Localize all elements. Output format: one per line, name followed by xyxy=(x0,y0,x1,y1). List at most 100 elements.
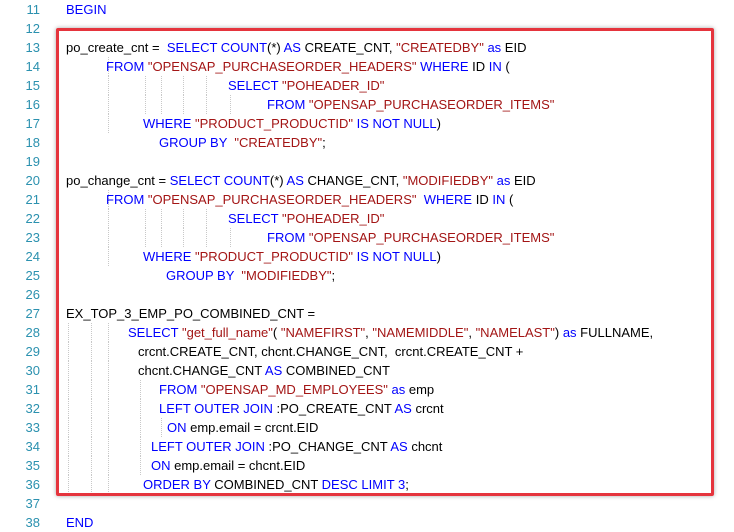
text-token: emp.email = crcnt.EID xyxy=(186,420,319,435)
keyword-token: AS xyxy=(283,40,301,55)
text-token: , xyxy=(468,325,476,340)
string-token: "NAMELAST" xyxy=(475,325,555,340)
code-line[interactable]: 37 xyxy=(0,494,734,513)
text-token: ) xyxy=(554,325,563,340)
indent-guide xyxy=(68,418,69,437)
line-number: 33 xyxy=(25,420,40,435)
code-text: crcnt.CREATE_CNT, chcnt.CHANGE_CNT, crcn… xyxy=(138,342,523,361)
indent-guide xyxy=(91,437,92,456)
indent-guide xyxy=(206,95,207,114)
text-token xyxy=(416,192,423,207)
text-token: ; xyxy=(322,135,326,150)
text-token: ; xyxy=(405,477,409,492)
indent-guide xyxy=(68,342,69,361)
line-number: 22 xyxy=(25,211,40,226)
text-token: po_create_cnt = xyxy=(66,40,167,55)
text-token: :PO_CHANGE_CNT xyxy=(264,439,391,454)
code-line[interactable]: 36 ORDER BY COMBINED_CNT DESC LIMIT 3; xyxy=(0,475,734,494)
text-token: , xyxy=(365,325,373,340)
keyword-token: FROM xyxy=(159,382,198,397)
indent-guide xyxy=(91,323,92,342)
indent-guide xyxy=(206,228,207,247)
code-line[interactable]: 19 xyxy=(0,152,734,171)
string-token: "NAMEMIDDLE" xyxy=(372,325,469,340)
indent-guide xyxy=(108,475,109,494)
code-text: po_create_cnt = SELECT COUNT(*) AS CREAT… xyxy=(66,38,526,57)
code-text: FROM "OPENSAP_PURCHASEORDER_HEADERS" WHE… xyxy=(106,190,513,209)
indent-guide xyxy=(108,361,109,380)
line-number: 25 xyxy=(25,268,40,283)
keyword-token: AS xyxy=(390,439,408,454)
indent-guide xyxy=(91,399,92,418)
keyword-token: IS NOT NULL xyxy=(356,249,437,264)
indent-guide xyxy=(183,76,184,95)
keyword-token: 3 xyxy=(398,477,406,492)
indent-guide xyxy=(108,247,109,266)
line-number: 36 xyxy=(25,477,40,492)
indent-guide xyxy=(161,228,162,247)
string-token: "OPENSAP_PURCHASEORDER_HEADERS" xyxy=(147,59,417,74)
keyword-token: END xyxy=(66,515,94,530)
indent-guide xyxy=(68,361,69,380)
keyword-token: SELECT xyxy=(169,173,221,188)
keyword-token: WHERE xyxy=(143,116,192,131)
indent-guide xyxy=(108,418,109,437)
indent-guide xyxy=(140,399,141,418)
string-token: "PRODUCT_PRODUCTID" xyxy=(195,116,354,131)
code-text: ON emp.email = chcnt.EID xyxy=(151,456,305,475)
keyword-token: GROUP BY xyxy=(159,135,228,150)
code-text: FROM "OPENSAP_MD_EMPLOYEES" as emp xyxy=(159,380,434,399)
code-text: po_change_cnt = SELECT COUNT(*) AS CHANG… xyxy=(66,171,536,190)
line-number: 23 xyxy=(25,230,40,245)
code-text: FROM "OPENSAP_PURCHASEORDER_HEADERS" WHE… xyxy=(106,57,510,76)
code-text: EX_TOP_3_EMP_PO_COMBINED_CNT = xyxy=(66,304,315,323)
text-token: ( xyxy=(272,325,281,340)
line-number: 11 xyxy=(26,2,41,17)
keyword-token: ON xyxy=(151,458,171,473)
code-text: chcnt.CHANGE_CNT AS COMBINED_CNT xyxy=(138,361,390,380)
text-token: COMBINED_CNT xyxy=(210,477,322,492)
code-line[interactable]: 12 xyxy=(0,19,734,38)
code-text: LEFT OUTER JOIN :PO_CREATE_CNT AS crcnt xyxy=(159,399,444,418)
keyword-token: DESC xyxy=(321,477,358,492)
code-text: WHERE "PRODUCT_PRODUCTID" IS NOT NULL) xyxy=(143,247,441,266)
indent-guide xyxy=(108,380,109,399)
keyword-token: COUNT xyxy=(223,173,270,188)
text-token: COMBINED_CNT xyxy=(282,363,390,378)
text-token: ( xyxy=(505,192,514,207)
code-line[interactable]: 26 xyxy=(0,285,734,304)
code-text: WHERE "PRODUCT_PRODUCTID" IS NOT NULL) xyxy=(143,114,441,133)
line-number: 12 xyxy=(25,21,40,36)
indent-guide xyxy=(91,475,92,494)
text-token: ) xyxy=(436,116,441,131)
code-text: GROUP BY "CREATEDBY"; xyxy=(159,133,326,152)
code-text: ORDER BY COMBINED_CNT DESC LIMIT 3; xyxy=(143,475,409,494)
keyword-token: LEFT OUTER JOIN xyxy=(159,401,273,416)
keyword-token: as xyxy=(391,382,406,397)
indent-guide xyxy=(108,456,109,475)
